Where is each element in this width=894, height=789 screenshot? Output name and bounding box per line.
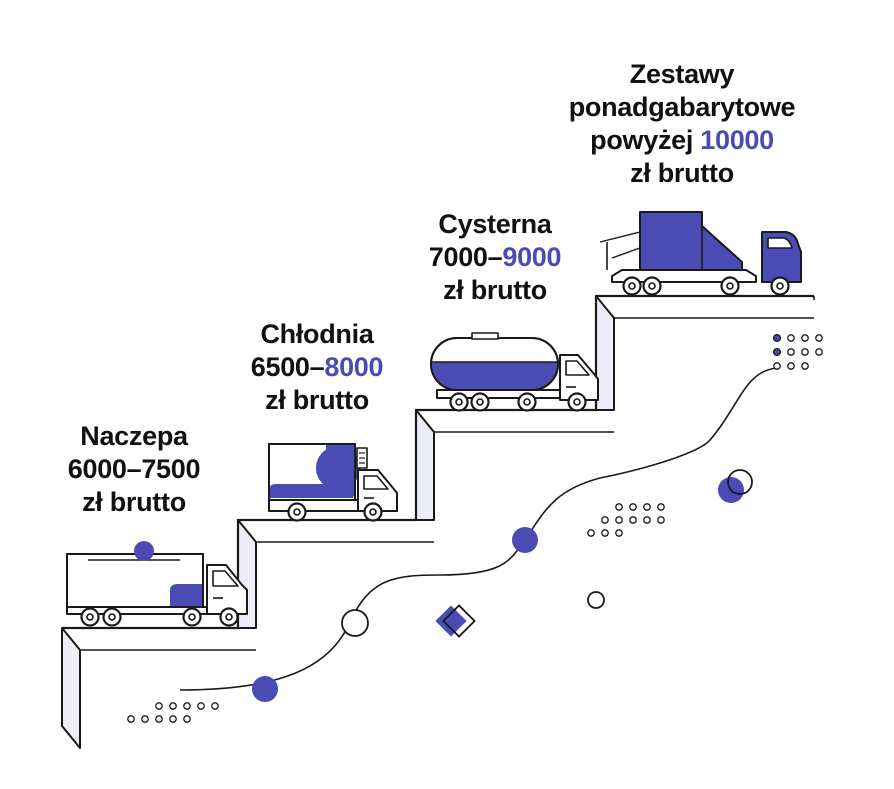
step-label-chlodnia: Chłodnia 6500–8000 zł brutto (226, 318, 408, 417)
step-label-cysterna: Cysterna 7000–9000 zł brutto (404, 208, 586, 307)
price-range-highlight: 8000 (324, 352, 384, 382)
dot-grid-center (587, 503, 665, 537)
step-name: Naczepa (80, 421, 188, 451)
price-currency: zł brutto (82, 487, 186, 517)
refrigerated-truck-icon (268, 443, 398, 522)
price-currency: zł brutto (443, 275, 547, 305)
staircase-tread-edges (80, 296, 815, 651)
price-range-text: 6000–7500 (67, 454, 201, 484)
box-truck-icon (66, 541, 248, 627)
price-range: powyżej 10000 (552, 124, 812, 157)
oversize-lowbed-truck-icon (599, 211, 802, 296)
price-currency: zł brutto (630, 158, 734, 188)
decorative-circles (252, 469, 753, 702)
dot-grid-bottom-left (127, 702, 219, 723)
price-range: 7000–9000 (404, 241, 586, 274)
step-name: Chłodnia (260, 319, 374, 349)
step-label-zestawy-ponadgabarytowe: Zestawy ponadgabarytowe powyżej 10000 zł… (552, 58, 812, 190)
step-name-line-1: Zestawy (629, 59, 735, 89)
price-range-text: 6500– (250, 352, 325, 382)
dot-grid-right (772, 333, 823, 370)
price-currency: zł brutto (265, 385, 369, 415)
price-range: 6500–8000 (226, 351, 408, 384)
step-name: Cysterna (438, 209, 552, 239)
price-range-text: powyżej (590, 125, 701, 155)
price-range: 6000–7500 (46, 453, 222, 486)
diamond-motif (435, 604, 476, 638)
step-label-naczepa: Naczepa 6000–7500 zł brutto (46, 420, 222, 519)
step-name-line-2: ponadgabarytowe (568, 92, 796, 122)
price-range-highlight: 9000 (502, 242, 562, 272)
tanker-truck-icon (430, 332, 599, 412)
price-range-highlight: 10000 (700, 125, 774, 155)
price-range-text: 7000– (428, 242, 503, 272)
